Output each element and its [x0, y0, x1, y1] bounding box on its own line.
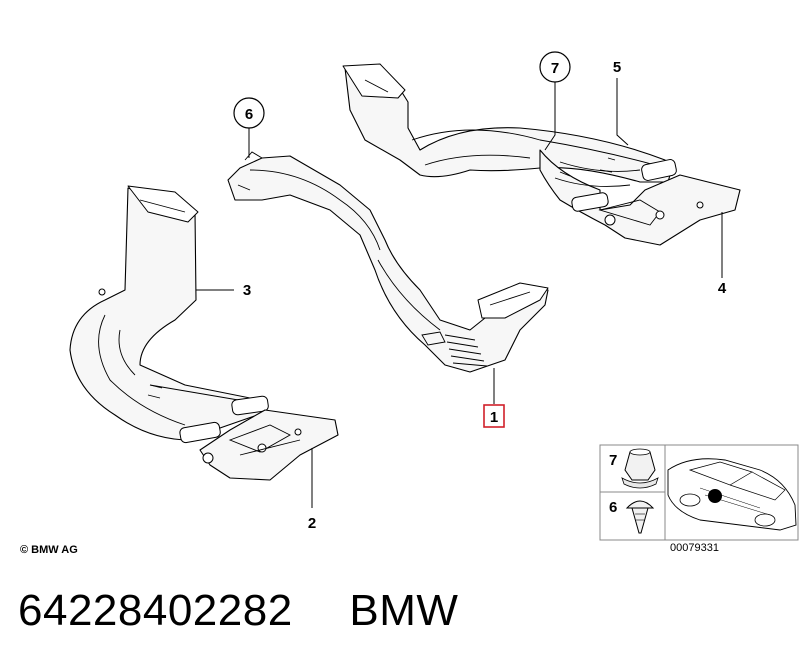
label-part-4: 4: [718, 280, 727, 297]
part-1-highlight-box: [483, 404, 505, 428]
label-part-7: 7: [551, 60, 559, 77]
inset-label-6: 6: [609, 499, 617, 516]
air-duct-part-4: [539, 149, 741, 246]
brand-name: BMW: [349, 586, 459, 635]
leader-line-7: [544, 82, 556, 151]
inset-panel: 7 6 00079331: [599, 444, 799, 554]
air-duct-part-1: [227, 151, 549, 373]
callout-circle-7: [539, 51, 571, 83]
callout-circle-6: [233, 97, 265, 129]
rivet-clip-icon: [625, 500, 655, 534]
air-duct-part-3: [69, 185, 269, 444]
air-duct-part-5: [342, 63, 677, 183]
label-part-1: 1: [490, 409, 498, 426]
label-part-3: 3: [243, 282, 251, 299]
location-marker-dot: [708, 489, 722, 503]
label-part-6: 6: [245, 106, 253, 123]
label-part-5: 5: [613, 59, 621, 76]
leader-line-5: [616, 78, 629, 146]
part-number: 64228402282: [18, 586, 293, 635]
footer-caption: 64228402282 BMW: [18, 586, 458, 636]
expanding-nut-icon: [621, 448, 659, 489]
inset-label-7: 7: [609, 452, 617, 469]
image-code: 00079331: [670, 542, 719, 554]
label-part-2: 2: [308, 515, 316, 532]
car-location-icon: [667, 458, 797, 531]
copyright-text: © BMW AG: [20, 544, 78, 556]
air-duct-part-2: [199, 409, 339, 481]
